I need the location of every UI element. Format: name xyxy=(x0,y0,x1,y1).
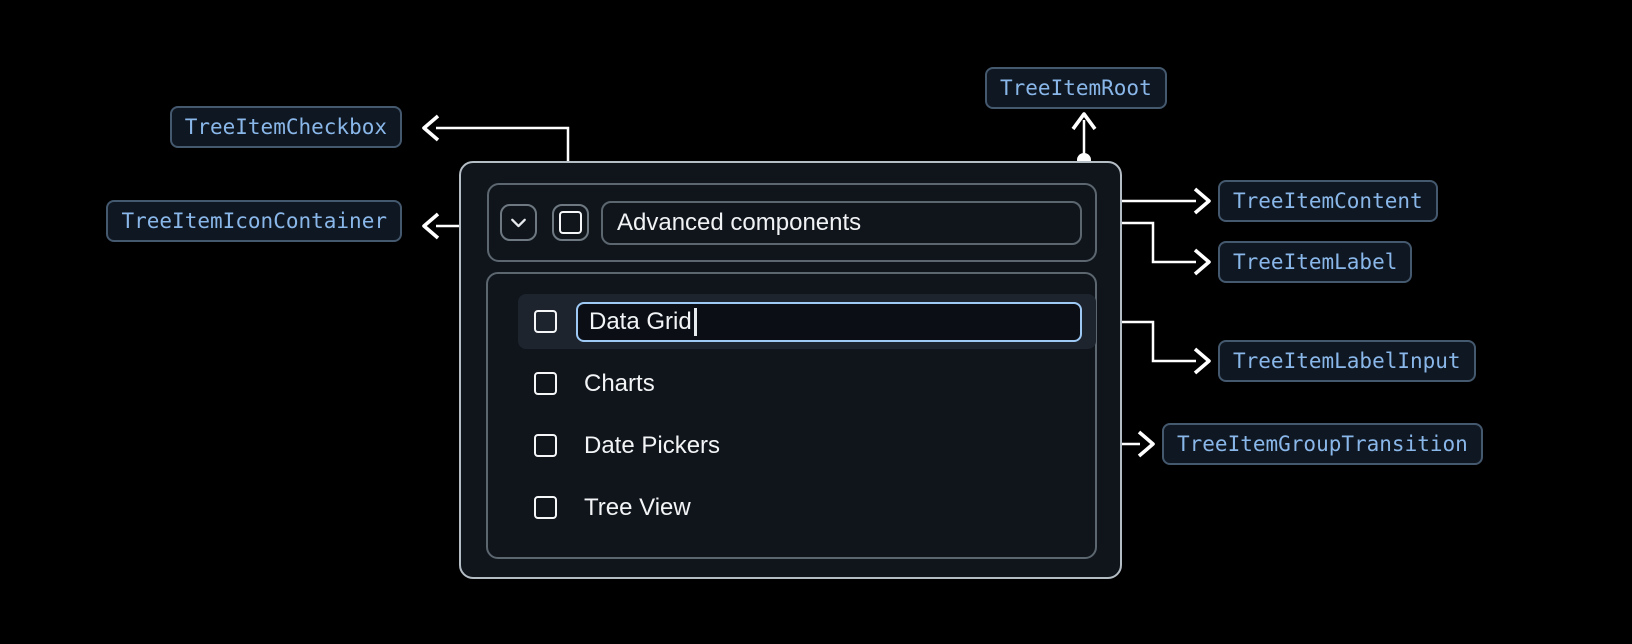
tree-item-label: Date Pickers xyxy=(584,431,721,459)
tree-item-label-input[interactable]: Data Grid xyxy=(576,301,1082,342)
tree-item-label: Tree View xyxy=(584,493,691,521)
tree-item-icon-container[interactable] xyxy=(500,204,537,241)
tree-item-row[interactable]: Date Pickers xyxy=(518,418,1096,473)
annotation-chip-tree-item-root: TreeItemRoot xyxy=(985,67,1167,109)
annotation-chip-tree-item-label-input: TreeItemLabelInput xyxy=(1218,340,1476,382)
text-cursor xyxy=(693,307,697,336)
tree-item-row-editing[interactable]: Data Grid xyxy=(518,294,1096,349)
tree-item-row[interactable]: Charts xyxy=(518,356,1096,411)
tree-item-label: Advanced components xyxy=(601,200,1082,245)
annotation-chip-tree-item-group-transition: TreeItemGroupTransition xyxy=(1162,423,1483,465)
checkbox-unchecked-icon xyxy=(559,211,582,234)
annotation-chip-tree-item-label: TreeItemLabel xyxy=(1218,241,1413,283)
checkbox-unchecked-icon[interactable] xyxy=(534,496,557,519)
tree-item-root: Advanced components Data Grid Charts xyxy=(459,161,1122,579)
annotation-chip-tree-item-icon-container: TreeItemIconContainer xyxy=(106,200,402,242)
tree-item-group-rows: Data Grid Charts Date Pickers Tree View xyxy=(518,294,1096,535)
tree-item-label: Charts xyxy=(584,369,655,397)
annotation-chip-tree-item-checkbox: TreeItemCheckbox xyxy=(169,106,402,148)
label-input-value: Data Grid xyxy=(589,307,692,335)
tree-item-row[interactable]: Tree View xyxy=(518,480,1096,535)
connector-tree-item-root xyxy=(1071,112,1097,167)
annotation-chip-tree-item-content: TreeItemContent xyxy=(1218,180,1438,222)
tree-item-content[interactable]: Advanced components xyxy=(487,183,1097,262)
checkbox-unchecked-icon[interactable] xyxy=(534,434,557,457)
checkbox-unchecked-icon[interactable] xyxy=(534,372,557,395)
tree-item-group-transition: Data Grid Charts Date Pickers Tree View xyxy=(486,272,1097,559)
tree-item-checkbox[interactable] xyxy=(552,204,589,241)
checkbox-unchecked-icon[interactable] xyxy=(534,310,557,333)
chevron-down-icon xyxy=(511,218,526,228)
parent-item-label-text: Advanced components xyxy=(617,208,862,236)
